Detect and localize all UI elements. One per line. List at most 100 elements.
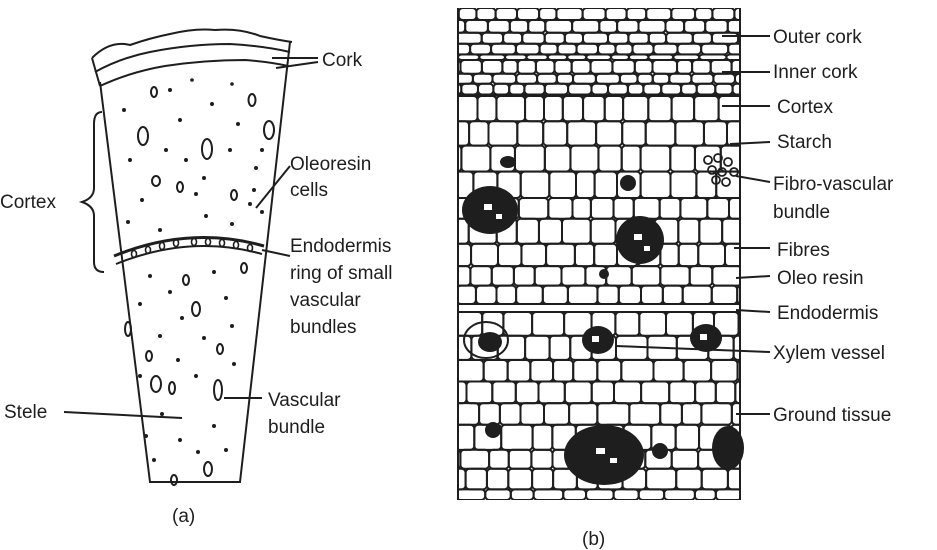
plant-cell: [589, 217, 617, 245]
label-cork: Cork: [322, 50, 363, 71]
plant-cell: [625, 8, 648, 21]
plant-cell: [553, 59, 573, 75]
plant-cell: [475, 8, 497, 21]
plant-cell: [677, 217, 701, 245]
plant-cell: [561, 95, 584, 123]
plant-cell: [478, 402, 501, 426]
caption-b: (b): [582, 529, 605, 550]
plant-cell: [717, 95, 740, 123]
caption-a: (a): [172, 506, 195, 527]
plant-cell: [514, 42, 541, 56]
plant-cell: [695, 82, 717, 96]
plant-cell: [733, 8, 740, 21]
plant-cell: [593, 170, 618, 200]
plant-cell: [700, 402, 733, 426]
plant-cell: [664, 19, 686, 34]
panel-b-leaders: [615, 35, 771, 415]
plant-cell: [485, 467, 510, 491]
plant-cell: [730, 402, 740, 426]
plant-cell: [690, 72, 715, 85]
label-cortex-b: Cortex: [777, 97, 833, 118]
plant-cell: [544, 19, 574, 34]
plant-cell: [726, 467, 740, 491]
plant-cell: [728, 197, 740, 220]
plant-cell: [727, 42, 740, 56]
dark-bundles: [462, 156, 744, 485]
plant-cell: [714, 488, 740, 500]
plant-cell: [476, 95, 498, 123]
cortex-bracket: [78, 111, 105, 273]
plant-cell: [605, 265, 633, 287]
plant-cell: [680, 402, 703, 426]
plant-cell: [507, 448, 533, 470]
plant-cell: [621, 120, 647, 147]
plant-cell: [436, 33, 454, 44]
endodermis-ring-outer: [113, 236, 265, 258]
plant-cell: [575, 170, 596, 200]
plant-cell: [458, 488, 487, 500]
plant-cell: [581, 8, 607, 21]
plant-cell: [660, 82, 683, 96]
plant-cell: [652, 42, 679, 56]
label-endodermis-1: Endodermis: [290, 236, 391, 257]
plant-cell: [639, 170, 672, 200]
plant-cell: [434, 96, 455, 121]
plant-cell: [681, 284, 713, 306]
plant-cell: [508, 82, 526, 96]
plant-cell: [471, 72, 494, 85]
plant-cell: [490, 42, 517, 56]
plant-cell: [732, 334, 740, 361]
plant-cell: [530, 448, 554, 470]
plant-cell: [714, 82, 734, 96]
plant-cell: [597, 42, 617, 56]
plant-cell: [566, 284, 599, 306]
label-stele: Stele: [4, 402, 47, 423]
oleoresin-cells: [124, 86, 275, 486]
label-fibro-1: Fibro-vascular: [773, 174, 894, 195]
stele-leader: [63, 411, 183, 419]
plant-cell: [704, 19, 729, 34]
plant-cell: [460, 144, 492, 173]
plant-cell: [458, 467, 467, 491]
plant-cell: [459, 448, 491, 470]
cork-outer-layer: [91, 28, 293, 59]
plant-cell: [674, 120, 705, 147]
plant-cell: [688, 265, 714, 287]
plant-cell: [607, 82, 629, 96]
plant-cell: [508, 19, 530, 34]
plant-cell: [651, 59, 679, 75]
plant-cell: [736, 284, 740, 305]
plant-cell: [563, 31, 584, 45]
endodermis-leader: [261, 249, 291, 257]
plant-cell: [736, 359, 740, 383]
plant-cell: [548, 334, 572, 361]
cork-left-edge: [91, 57, 101, 87]
plant-cell: [612, 488, 640, 500]
plant-cell: [458, 72, 474, 85]
cork-inner-layer: [99, 58, 289, 87]
plant-cell: [507, 467, 534, 491]
plant-cell: [711, 265, 740, 287]
plant-cell: [537, 380, 566, 405]
plant-cell: [596, 402, 631, 426]
plant-cell: [670, 95, 696, 123]
label-cortex-a: Cortex: [0, 192, 56, 213]
plant-cell: [561, 217, 592, 245]
plant-cell: [680, 82, 698, 96]
label-endodermis-2: ring of small: [290, 263, 392, 284]
plant-cell: [618, 72, 639, 85]
starch-cluster: [703, 153, 739, 187]
plant-cell: [631, 42, 655, 56]
plant-cell: [603, 95, 625, 123]
xylem-holes: [484, 204, 707, 463]
plant-cell: [509, 488, 535, 500]
plant-cell: [711, 8, 736, 21]
plant-cell: [547, 197, 574, 220]
ring-vascular-bundles: [130, 237, 254, 259]
plant-cell: [543, 95, 564, 123]
plant-cell: [531, 311, 566, 337]
plant-cell: [531, 467, 555, 491]
plant-cell: [572, 359, 599, 383]
plant-cell: [501, 59, 519, 75]
plant-cell: [464, 19, 489, 34]
